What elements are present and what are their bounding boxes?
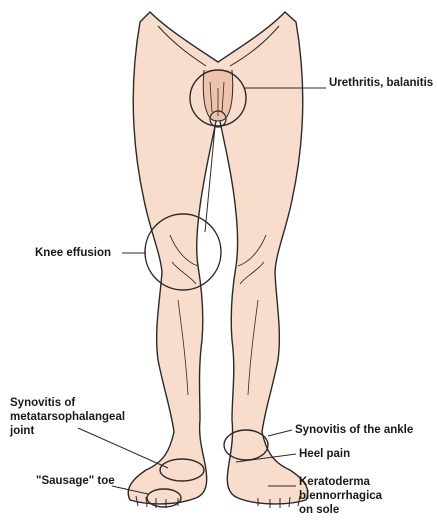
label-mtp-line3: joint [10,424,125,438]
label-urethritis: Urethritis, balanitis [329,76,433,90]
label-keratoderma: Keratoderma blennorrhagica on sole [299,475,382,517]
label-mtp-synovitis: Synovitis of metatarsophalangeal joint [10,396,125,438]
label-mtp-line1: Synovitis of [10,396,125,410]
label-ankle-synovitis: Synovitis of the ankle [295,423,413,437]
label-kerato-line1: Keratoderma [299,475,382,489]
ankle-leader [268,430,292,436]
label-heel-pain: Heel pain [299,447,350,461]
label-mtp-line2: metatarsophalangeal [10,410,125,424]
label-sausage-toe: "Sausage" toe [36,474,115,488]
label-kerato-line3: on sole [299,503,382,517]
label-knee-effusion: Knee effusion [35,246,111,260]
label-kerato-line2: blennorrhagica [299,489,382,503]
